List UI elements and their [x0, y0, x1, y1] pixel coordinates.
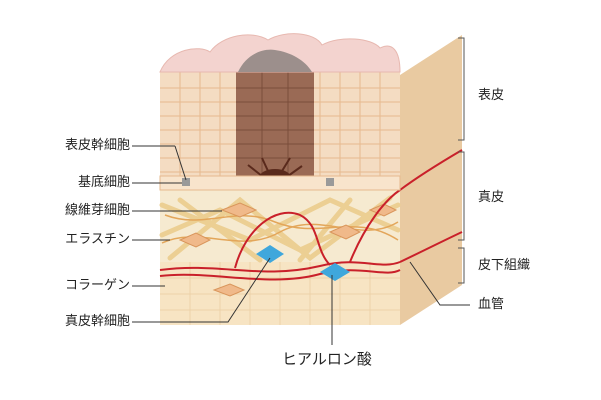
basal-stem-cell-marker: [326, 178, 334, 186]
label-basal-cell: 基底細胞: [77, 175, 130, 190]
label-blood-vessel: 血管: [478, 297, 505, 312]
label-epidermal-stem-cell: 表皮幹細胞: [64, 138, 130, 153]
hyaluronic-acid-particles: [256, 245, 350, 281]
basal-layer: [159, 175, 401, 191]
surface-groove: [238, 49, 312, 72]
label-dermal-stem-cell: 真皮幹細胞: [64, 314, 130, 329]
fibroblast-cells: [178, 202, 398, 297]
melanocyte-column-grid: [236, 72, 314, 190]
layer-brackets: [458, 37, 465, 284]
label-elastin: エラスチン: [65, 232, 130, 247]
label-collagen: コラーゲン: [64, 278, 130, 293]
blood-vessels: [159, 149, 463, 281]
label-fibroblast: 線維芽細胞: [64, 203, 130, 218]
block-side-face: [400, 35, 462, 325]
leader-lines: [132, 145, 470, 345]
label-epidermis: 表皮: [478, 88, 505, 103]
epidermal-stem-cell-marker: [182, 178, 190, 186]
label-subcutaneous: 皮下組織: [478, 258, 531, 273]
label-dermis: 真皮: [478, 190, 505, 205]
label-hyaluronic-acid: ヒアルロン酸: [282, 350, 372, 368]
